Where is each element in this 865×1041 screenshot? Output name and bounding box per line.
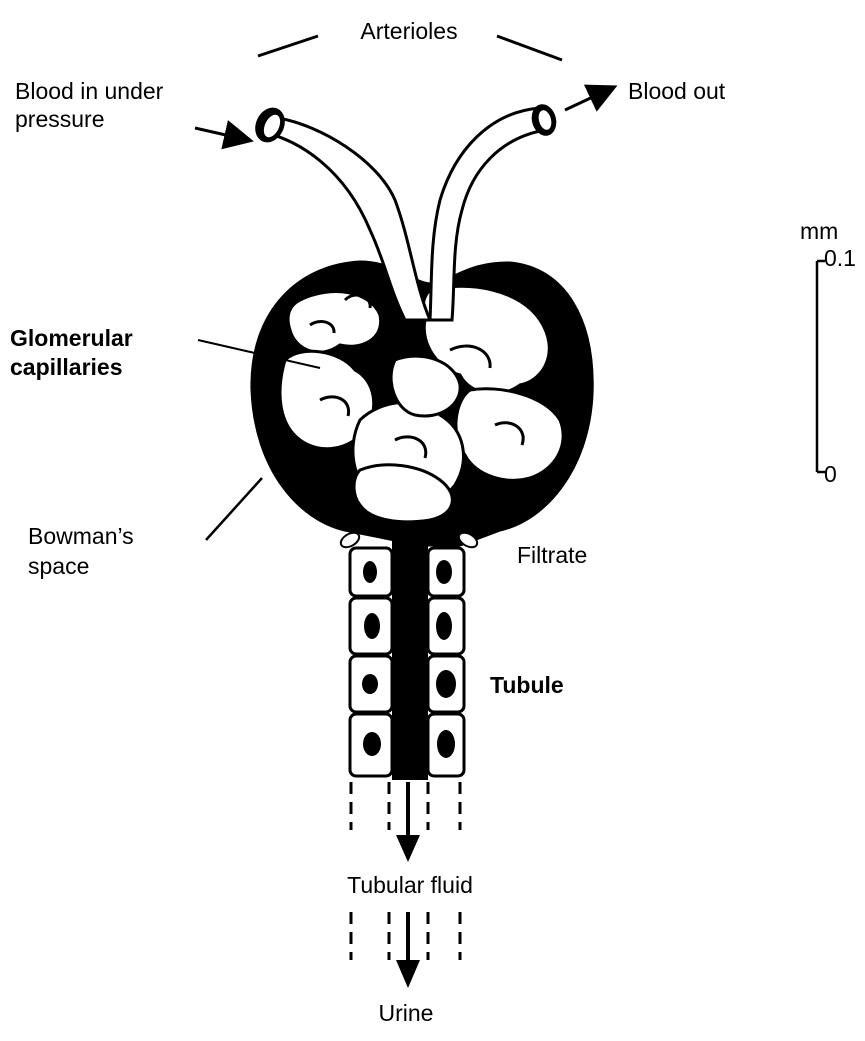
label-bowmans-line1: Bowman’s [28, 523, 134, 549]
flow-arrow-urine [396, 912, 420, 988]
label-blood-in-line2: pressure [15, 106, 104, 132]
label-glomerular-line1: Glomerular [10, 325, 133, 351]
label-blood-in-line1: Blood in under [15, 78, 163, 104]
scale-bottom-value: 0 [824, 461, 837, 487]
label-filtrate: Filtrate [517, 542, 587, 568]
label-tubular-fluid: Tubular fluid [347, 872, 473, 898]
label-glomerular-line2: capillaries [10, 354, 123, 380]
scale-top-value: 0.1 [824, 245, 856, 271]
blood-out-arrow [565, 88, 612, 110]
label-bowmans-line2: space [28, 553, 89, 579]
blood-in-arrow [195, 128, 248, 140]
label-arterioles: Arterioles [360, 18, 457, 44]
scale-bar [817, 261, 825, 472]
flow-arrow-tubular-fluid [396, 782, 420, 862]
tubule-continuation-dashes [351, 782, 460, 960]
label-blood-out: Blood out [628, 78, 725, 104]
arterioles-leader-right [497, 36, 562, 60]
arterioles-leader-left [258, 36, 318, 56]
bowmans-leader [206, 478, 262, 540]
tubule-lumen [392, 540, 428, 780]
label-tubule: Tubule [490, 672, 564, 698]
scale-unit: mm [800, 218, 838, 244]
label-urine: Urine [379, 1000, 434, 1026]
